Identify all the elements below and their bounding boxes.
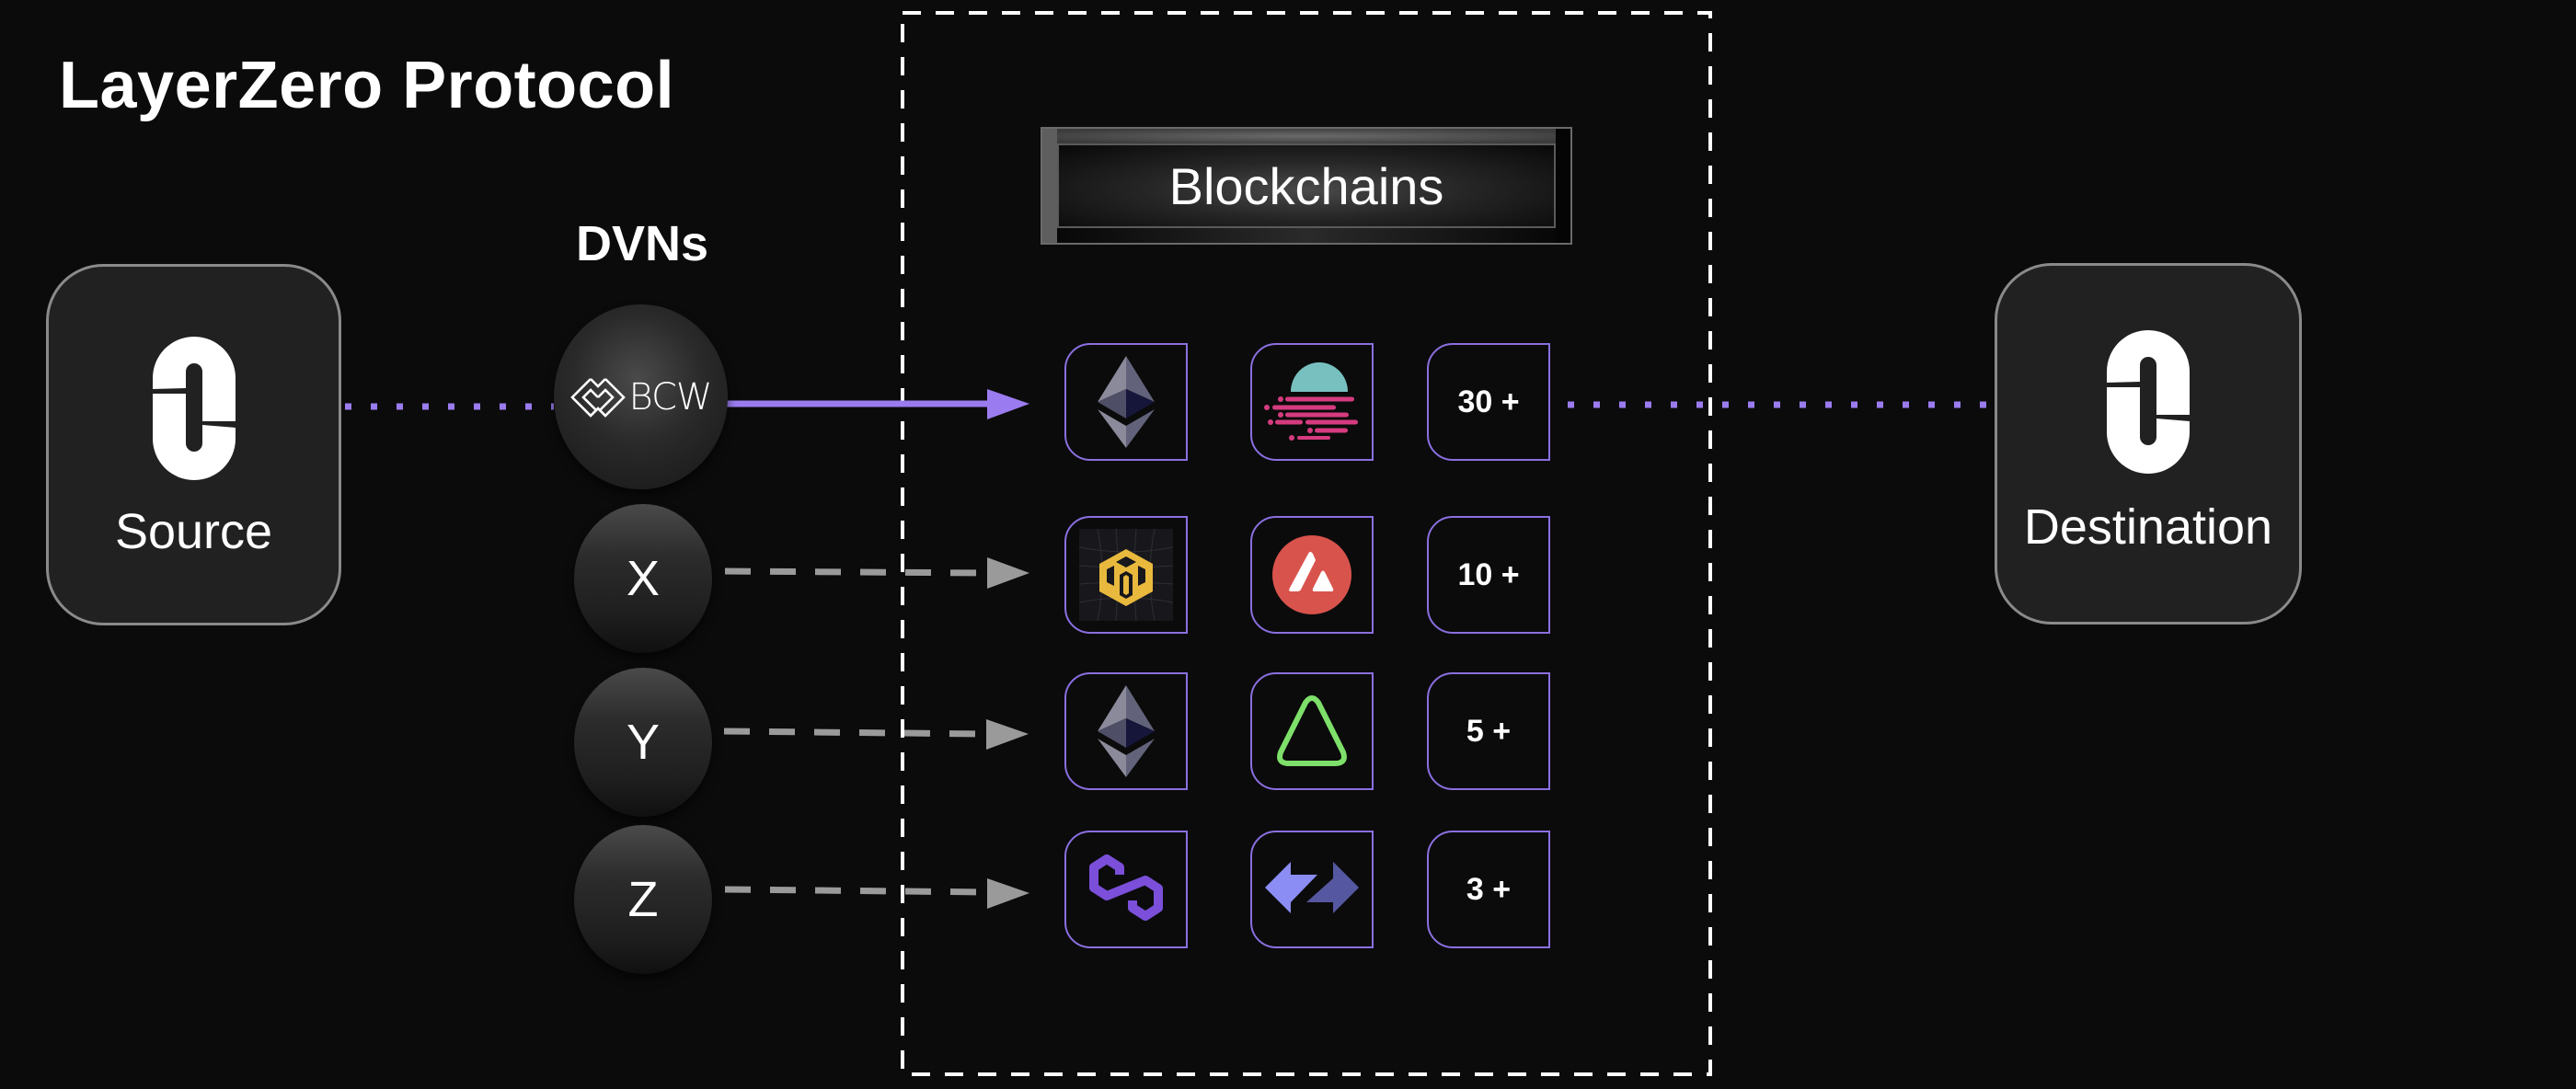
chain-tile-bnb[interactable] xyxy=(1064,516,1188,634)
dvn-y[interactable]: Y xyxy=(574,668,712,817)
chain-count: 5 + xyxy=(1466,713,1512,749)
chain-tile-polygon[interactable] xyxy=(1064,831,1188,948)
polygon-icon xyxy=(1089,854,1163,921)
chain-tile-avalanche[interactable] xyxy=(1250,516,1374,634)
swap-arrows-chain-icon xyxy=(1265,862,1359,913)
chain-count: 10 + xyxy=(1457,556,1520,592)
blockchains-header: Blockchains xyxy=(1041,127,1572,245)
bnb-chain-icon xyxy=(1079,529,1173,621)
chain-tile-ethereum[interactable] xyxy=(1064,672,1188,790)
chain-count-tile[interactable]: 5 + xyxy=(1427,672,1550,790)
z-arrowhead xyxy=(987,878,1029,909)
destination-node[interactable]: Destination xyxy=(1995,263,2302,625)
dvn-z[interactable]: Z xyxy=(574,825,712,974)
bcw-arrowhead xyxy=(987,389,1029,419)
ethereum-icon xyxy=(1098,356,1155,448)
header-bevel xyxy=(1042,228,1570,243)
dvn-z-label: Z xyxy=(627,872,659,927)
header-bevel xyxy=(1042,129,1570,143)
dvn-x[interactable]: X xyxy=(574,504,712,653)
chain-count-tile[interactable]: 10 + xyxy=(1427,516,1550,634)
chain-count-tile[interactable]: 30 + xyxy=(1427,343,1550,461)
dvn-y-label: Y xyxy=(626,715,661,770)
destination-label: Destination xyxy=(2023,499,2273,555)
blockchains-frame xyxy=(901,11,1712,1076)
chain-count: 3 + xyxy=(1466,871,1512,907)
chain-count: 30 + xyxy=(1457,384,1520,419)
dvns-heading: DVNs xyxy=(576,216,709,271)
z-arrow-line xyxy=(724,886,990,896)
chain-tile-green-triangle[interactable] xyxy=(1250,672,1374,790)
blockchains-header-label: Blockchains xyxy=(1057,143,1556,228)
x-arrowhead xyxy=(987,557,1029,589)
dvn-bcw-label: BCW xyxy=(628,375,713,418)
layerzero-logo-icon xyxy=(2107,330,2190,474)
header-bevel xyxy=(1042,129,1057,243)
source-label: Source xyxy=(114,504,273,559)
layerzero-logo-icon xyxy=(152,337,236,480)
dvn-bcw[interactable]: BCW xyxy=(554,304,728,489)
page-title: LayerZero Protocol xyxy=(59,49,675,122)
green-triangle-chain-icon xyxy=(1277,695,1347,766)
source-node[interactable]: Source xyxy=(46,264,341,625)
y-arrowhead xyxy=(986,719,1029,750)
dvn-x-label: X xyxy=(626,551,661,606)
moonbeam-icon xyxy=(1264,362,1358,441)
y-arrow-line xyxy=(723,728,988,738)
avalanche-icon xyxy=(1272,535,1351,614)
chain-tile-ethereum[interactable] xyxy=(1064,343,1188,461)
chain-count-tile[interactable]: 3 + xyxy=(1427,831,1550,948)
chain-tile-moonbeam[interactable] xyxy=(1250,343,1374,461)
chain-tile-swap[interactable] xyxy=(1250,831,1374,948)
bcw-logo-icon xyxy=(569,377,626,418)
x-arrow-line xyxy=(724,567,990,577)
header-bevel xyxy=(1556,129,1570,243)
ethereum-icon xyxy=(1098,685,1155,777)
